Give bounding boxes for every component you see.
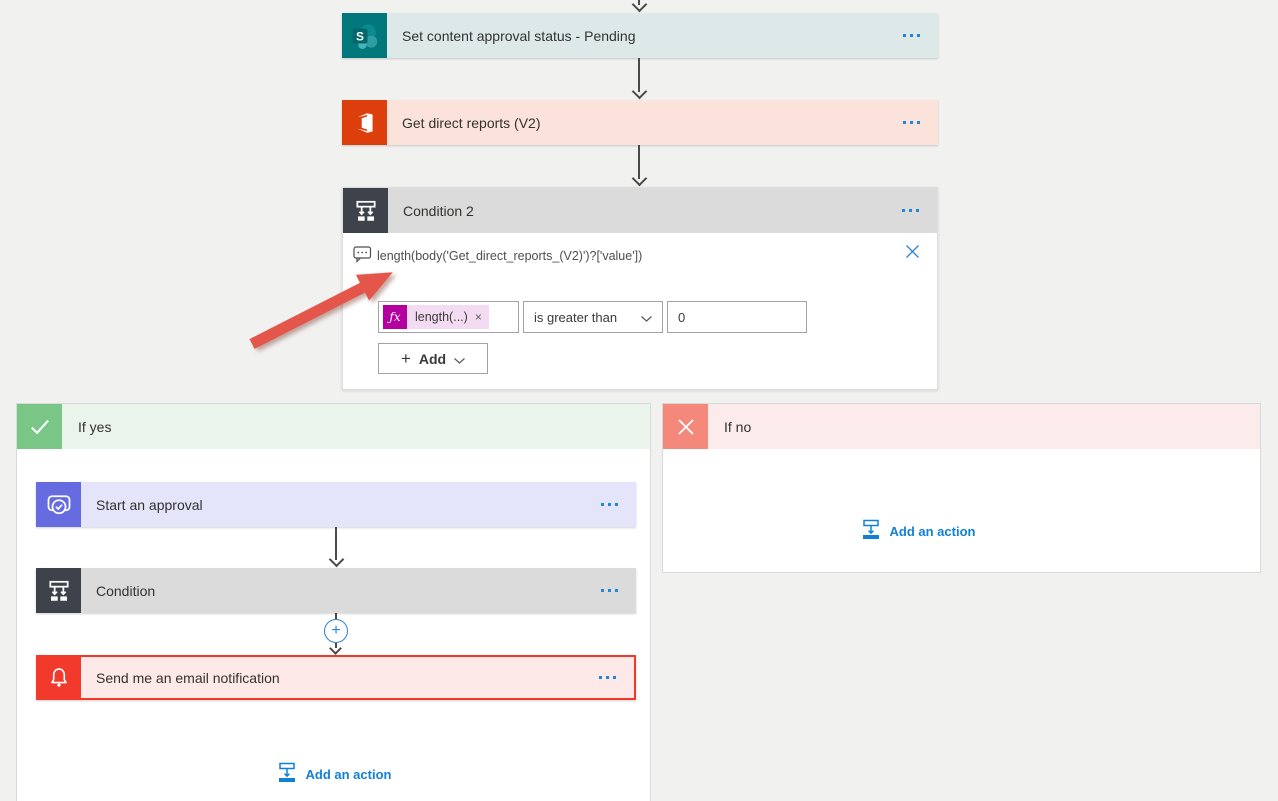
- condition-value-input[interactable]: [667, 301, 807, 333]
- if-no-header[interactable]: If no: [663, 404, 1260, 449]
- action-card-condition[interactable]: Condition: [36, 568, 636, 613]
- action-card-send-email-notification[interactable]: Send me an email notification: [36, 655, 636, 700]
- condition-icon: [36, 568, 81, 613]
- add-an-action-button[interactable]: Add an action: [276, 762, 392, 786]
- condition-operator-dropdown[interactable]: is greater than: [523, 301, 663, 333]
- check-icon: [17, 404, 62, 449]
- operator-selected-value: is greater than: [534, 309, 618, 325]
- action-menu-button[interactable]: [581, 657, 634, 698]
- connector-arrow: [631, 58, 647, 98]
- sharepoint-icon: S: [342, 13, 387, 58]
- expression-token-label: length(...): [415, 310, 468, 324]
- condition-2-header[interactable]: Condition 2: [343, 188, 937, 233]
- add-condition-label: Add: [418, 350, 447, 367]
- expression-text: length(body('Get_direct_reports_(V2)')?[…: [377, 249, 643, 263]
- approvals-icon: [36, 482, 81, 527]
- arrowhead-icon: [329, 642, 342, 655]
- connector-arrow: [631, 145, 647, 185]
- comment-icon: [353, 246, 372, 268]
- action-menu-button[interactable]: [885, 13, 938, 58]
- action-title: Send me an email notification: [96, 669, 280, 686]
- action-menu-button[interactable]: [583, 568, 636, 613]
- add-action-icon: [860, 519, 882, 543]
- condition-2-panel: Condition 2 length(body('Get_direct_repo…: [342, 187, 938, 390]
- plus-circle-icon[interactable]: +: [324, 619, 348, 643]
- action-menu-button[interactable]: [885, 100, 938, 145]
- action-title: Start an approval: [96, 496, 203, 513]
- connector-line: [335, 613, 337, 619]
- add-condition-button[interactable]: + Add: [378, 343, 488, 374]
- condition-operand-field[interactable]: ƒx length(...) ×: [378, 301, 519, 333]
- close-icon[interactable]: [904, 243, 921, 263]
- action-title: Set content approval status - Pending: [402, 27, 636, 44]
- branch-label: If yes: [78, 418, 112, 435]
- office365-icon: [342, 100, 387, 145]
- bell-icon: [36, 655, 81, 700]
- if-no-branch: If no Add an action: [662, 403, 1261, 573]
- add-an-action-button[interactable]: Add an action: [860, 519, 976, 543]
- action-title: Condition: [96, 582, 156, 599]
- if-yes-branch: If yes Start an approval: [16, 403, 651, 801]
- add-an-action-label: Add an action: [889, 523, 976, 539]
- action-card-set-content-approval[interactable]: S Set content approval status - Pending: [342, 13, 938, 58]
- action-card-start-an-approval[interactable]: Start an approval: [36, 482, 636, 527]
- connector-line: [335, 643, 337, 648]
- x-icon: [663, 404, 708, 449]
- connector-arrow: [631, 0, 647, 11]
- action-menu-button[interactable]: [884, 188, 937, 233]
- condition-title: Condition 2: [403, 202, 474, 219]
- remove-token-icon[interactable]: ×: [474, 310, 482, 324]
- condition-icon: [343, 188, 388, 233]
- add-an-action-label: Add an action: [305, 766, 392, 782]
- branch-label: If no: [724, 418, 752, 435]
- connector-arrow: [328, 527, 344, 566]
- action-title: Get direct reports (V2): [402, 114, 541, 131]
- add-action-icon: [276, 762, 298, 786]
- if-yes-header[interactable]: If yes: [17, 404, 650, 449]
- fx-icon: ƒx: [383, 305, 407, 329]
- svg-text:S: S: [356, 29, 364, 43]
- chevron-down-icon: [454, 351, 466, 367]
- action-card-get-direct-reports[interactable]: Get direct reports (V2): [342, 100, 938, 145]
- expression-token[interactable]: ƒx length(...) ×: [383, 305, 489, 329]
- action-menu-button[interactable]: [583, 482, 636, 527]
- chevron-down-icon: [641, 310, 652, 325]
- plus-icon: +: [400, 348, 411, 368]
